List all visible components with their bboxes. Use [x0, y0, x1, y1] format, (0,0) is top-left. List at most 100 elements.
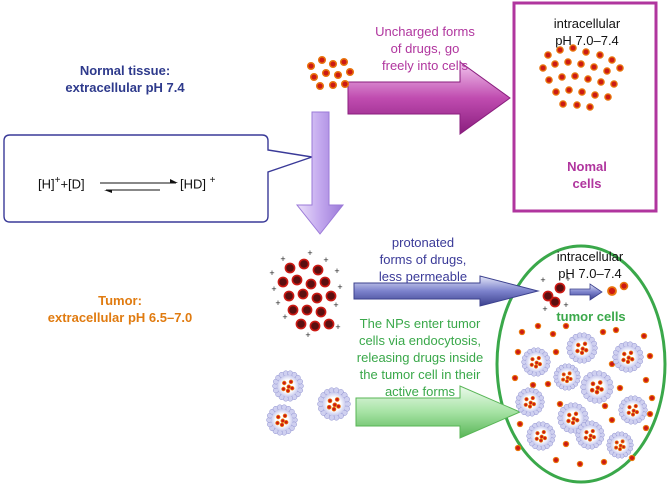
- protonated-drug-icon: [295, 318, 307, 330]
- plus-sign-icon: +: [563, 300, 568, 310]
- drug-molecule-icon: [571, 72, 579, 80]
- plus-sign-icon: +: [542, 304, 547, 314]
- drug-molecule-icon: [596, 51, 604, 59]
- drug-molecule-icon: [552, 456, 560, 464]
- drug-molecule-icon: [646, 352, 654, 360]
- plus-sign-icon: +: [282, 312, 287, 322]
- nanoparticle-icon: [553, 363, 581, 391]
- protonated-line1: protonated: [391, 235, 455, 250]
- drug-molecule-icon: [345, 67, 355, 77]
- drug-molecule-icon: [573, 101, 581, 109]
- drug-molecule-icon: [608, 56, 616, 64]
- drug-molecules-layer: [277, 44, 656, 468]
- plus-sign-icon: +: [334, 266, 339, 276]
- protonated-drug-icon: [549, 296, 561, 308]
- drug-molecule-icon: [608, 416, 616, 424]
- nanoparticle-icon: [618, 395, 648, 425]
- drug-molecule-icon: [516, 420, 524, 428]
- protonated-drug-icon: [323, 318, 335, 330]
- nanoparticle-icon: [515, 387, 545, 417]
- tumor-line1: Tumor:: [98, 293, 142, 308]
- plus-sign-icon: +: [323, 255, 328, 265]
- drug-molecule-icon: [616, 384, 624, 392]
- nps-enter-label: The NPs enter tumor cells via endocytosi…: [345, 315, 495, 400]
- drug-molecule-icon: [584, 75, 592, 83]
- drug-molecule-icon: [559, 100, 567, 108]
- drug-molecule-icon: [640, 332, 648, 340]
- tumor-label: Tumor: extracellular pH 6.5–7.0: [20, 292, 220, 326]
- protonated-drug-icon: [325, 290, 337, 302]
- drug-molecule-icon: [549, 330, 557, 338]
- drug-molecule-icon: [511, 374, 519, 382]
- nomal-cells-label: Nomal cells: [527, 158, 647, 192]
- drug-molecule-icon: [607, 286, 617, 296]
- protonated-drug-icon: [284, 262, 296, 274]
- drug-molecule-icon: [591, 91, 599, 99]
- drug-molecule-icon: [642, 376, 650, 384]
- drug-molecule-icon: [565, 86, 573, 94]
- protonated-drug-icon: [542, 290, 554, 302]
- plus-sign-icon: +: [540, 275, 545, 285]
- uncharged-label: Uncharged forms of drugs, go freely into…: [350, 23, 500, 74]
- drug-molecule-icon: [534, 322, 542, 330]
- nanoparticle-icon: [612, 341, 644, 373]
- drug-molecule-icon: [599, 328, 607, 336]
- protonated-drug-icon: [277, 276, 289, 288]
- nanoparticle-icon: [272, 370, 304, 402]
- protonated-drug-icon: [283, 290, 295, 302]
- protonated-line3: less permeable: [378, 269, 468, 284]
- eq-h: [H]: [38, 176, 55, 192]
- drug-molecule-icon: [518, 328, 526, 336]
- drug-molecule-icon: [616, 64, 624, 72]
- blue-arrow: [353, 275, 540, 307]
- drug-molecule-icon: [340, 79, 350, 89]
- nanoparticle-icon: [526, 421, 556, 451]
- drug-molecule-icon: [333, 70, 343, 80]
- drug-molecule-icon: [564, 58, 572, 66]
- eq-left-a: [H]++[D]: [38, 175, 85, 191]
- protonated-drug-icon: [554, 282, 566, 294]
- equilibrium-arrows-icon: [100, 179, 178, 193]
- drug-molecule-icon: [569, 44, 577, 52]
- plus-sign-icon: +: [335, 322, 340, 332]
- plus-sign-icon: +: [280, 254, 285, 264]
- uncharged-line1: Uncharged forms: [375, 24, 475, 39]
- plus-sign-icon: +: [307, 248, 312, 258]
- drug-molecule-icon: [628, 454, 636, 462]
- drug-molecule-icon: [529, 381, 537, 389]
- drug-molecule-icon: [328, 80, 338, 90]
- uncharged-line2: of drugs, go: [390, 41, 460, 56]
- eq-hd-charge: +: [209, 175, 216, 186]
- drug-molecule-icon: [597, 78, 605, 86]
- drug-molecule-icon: [590, 63, 598, 71]
- plus-sign-icon: +: [271, 284, 276, 294]
- equilibrium-bubble: [3, 134, 313, 223]
- normal-tissue-label: Normal tissue: extracellular pH 7.4: [40, 62, 210, 96]
- protonated-line2: forms of drugs,: [379, 252, 467, 267]
- drug-molecule-icon: [328, 59, 338, 69]
- nanoparticle-icon: [575, 420, 605, 450]
- normal-tissue-line1: Normal tissue:: [79, 63, 171, 78]
- nps-line5: active forms: [384, 384, 456, 399]
- drug-molecule-icon: [552, 348, 560, 356]
- nps-line4: the tumor cell in their: [359, 367, 481, 382]
- drug-molecule-icon: [604, 93, 612, 101]
- protonated-drug-icon: [287, 304, 299, 316]
- drug-molecule-icon: [562, 440, 570, 448]
- eq-right: [HD] +: [180, 175, 215, 191]
- nps-line2: cells via endocytosis,: [358, 333, 482, 348]
- drug-molecule-icon: [339, 57, 349, 67]
- intracellular-normal-label: intracellular pH 7.0–7.4: [527, 15, 647, 49]
- intra-normal-line1: intracellular: [553, 16, 621, 31]
- drug-molecule-icon: [514, 444, 522, 452]
- plus-sign-icon: +: [269, 268, 274, 278]
- drug-molecule-icon: [578, 88, 586, 96]
- drug-molecule-icon: [619, 281, 629, 291]
- plus-sign-icon: +: [275, 298, 280, 308]
- drug-molecule-icon: [610, 80, 618, 88]
- intra-tumor-line1: intracellular: [556, 249, 624, 264]
- drug-molecule-icon: [582, 48, 590, 56]
- drug-molecule-icon: [544, 380, 552, 388]
- drug-molecule-icon: [646, 410, 654, 418]
- drug-molecule-icon: [600, 458, 608, 466]
